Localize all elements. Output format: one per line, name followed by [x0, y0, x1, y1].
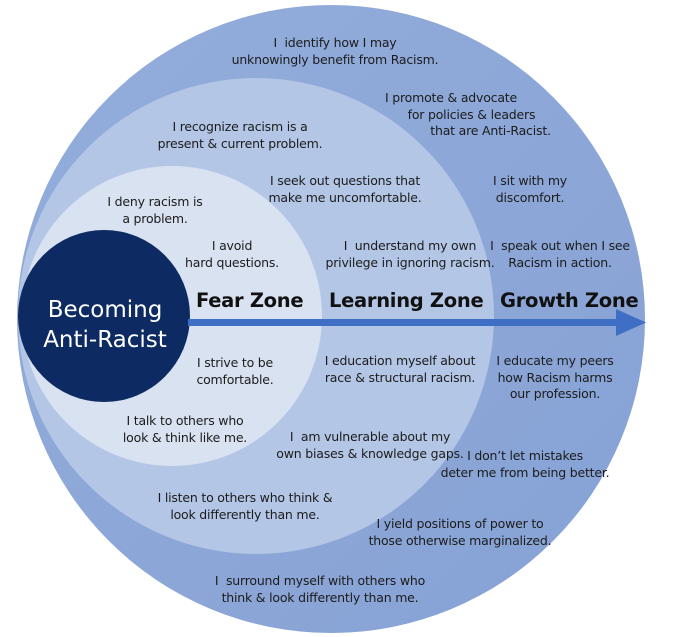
- growth-statement: I yield positions of power to those othe…: [368, 516, 552, 548]
- growth-statement: I promote & advocate for policies & lead…: [385, 90, 551, 138]
- learning-zone-title: Learning Zone: [329, 289, 484, 312]
- fear-statement: I talk to others who look & think like m…: [122, 413, 248, 445]
- learning-statement: I listen to others who think & look diff…: [157, 490, 333, 522]
- progress-arrow-icon: [188, 309, 646, 336]
- fear-zone-title: Fear Zone: [196, 289, 304, 312]
- growth-statement: I surround myself with others who think …: [214, 573, 426, 605]
- center-title: Becoming Anti-Racist: [43, 297, 167, 353]
- fear-statement: I deny racism is a problem.: [107, 194, 203, 226]
- learning-statement: I recognize racism is a present & curren…: [157, 119, 323, 151]
- learning-statement: I understand my own privilege in ignorin…: [325, 238, 495, 270]
- growth-statement: I don’t let mistakes deter me from being…: [440, 448, 610, 480]
- growth-statement: I identify how I may unknowingly benefit…: [231, 35, 439, 67]
- center-circle: [18, 230, 190, 402]
- growth-statement: I speak out when I see Racism in action.: [490, 238, 630, 270]
- growth-statement: I educate my peers how Racism harms our …: [496, 353, 614, 401]
- learning-statement: I am vulnerable about my own biases & kn…: [276, 429, 464, 461]
- growth-statement: I sit with my discomfort.: [493, 173, 567, 205]
- learning-statement: I education myself about race & structur…: [324, 353, 476, 385]
- fear-statement: I strive to be comfortable.: [196, 355, 274, 387]
- fear-statement: I avoid hard questions.: [185, 238, 279, 270]
- growth-zone-title: Growth Zone: [500, 289, 639, 312]
- learning-statement: I seek out questions that make me uncomf…: [268, 173, 422, 205]
